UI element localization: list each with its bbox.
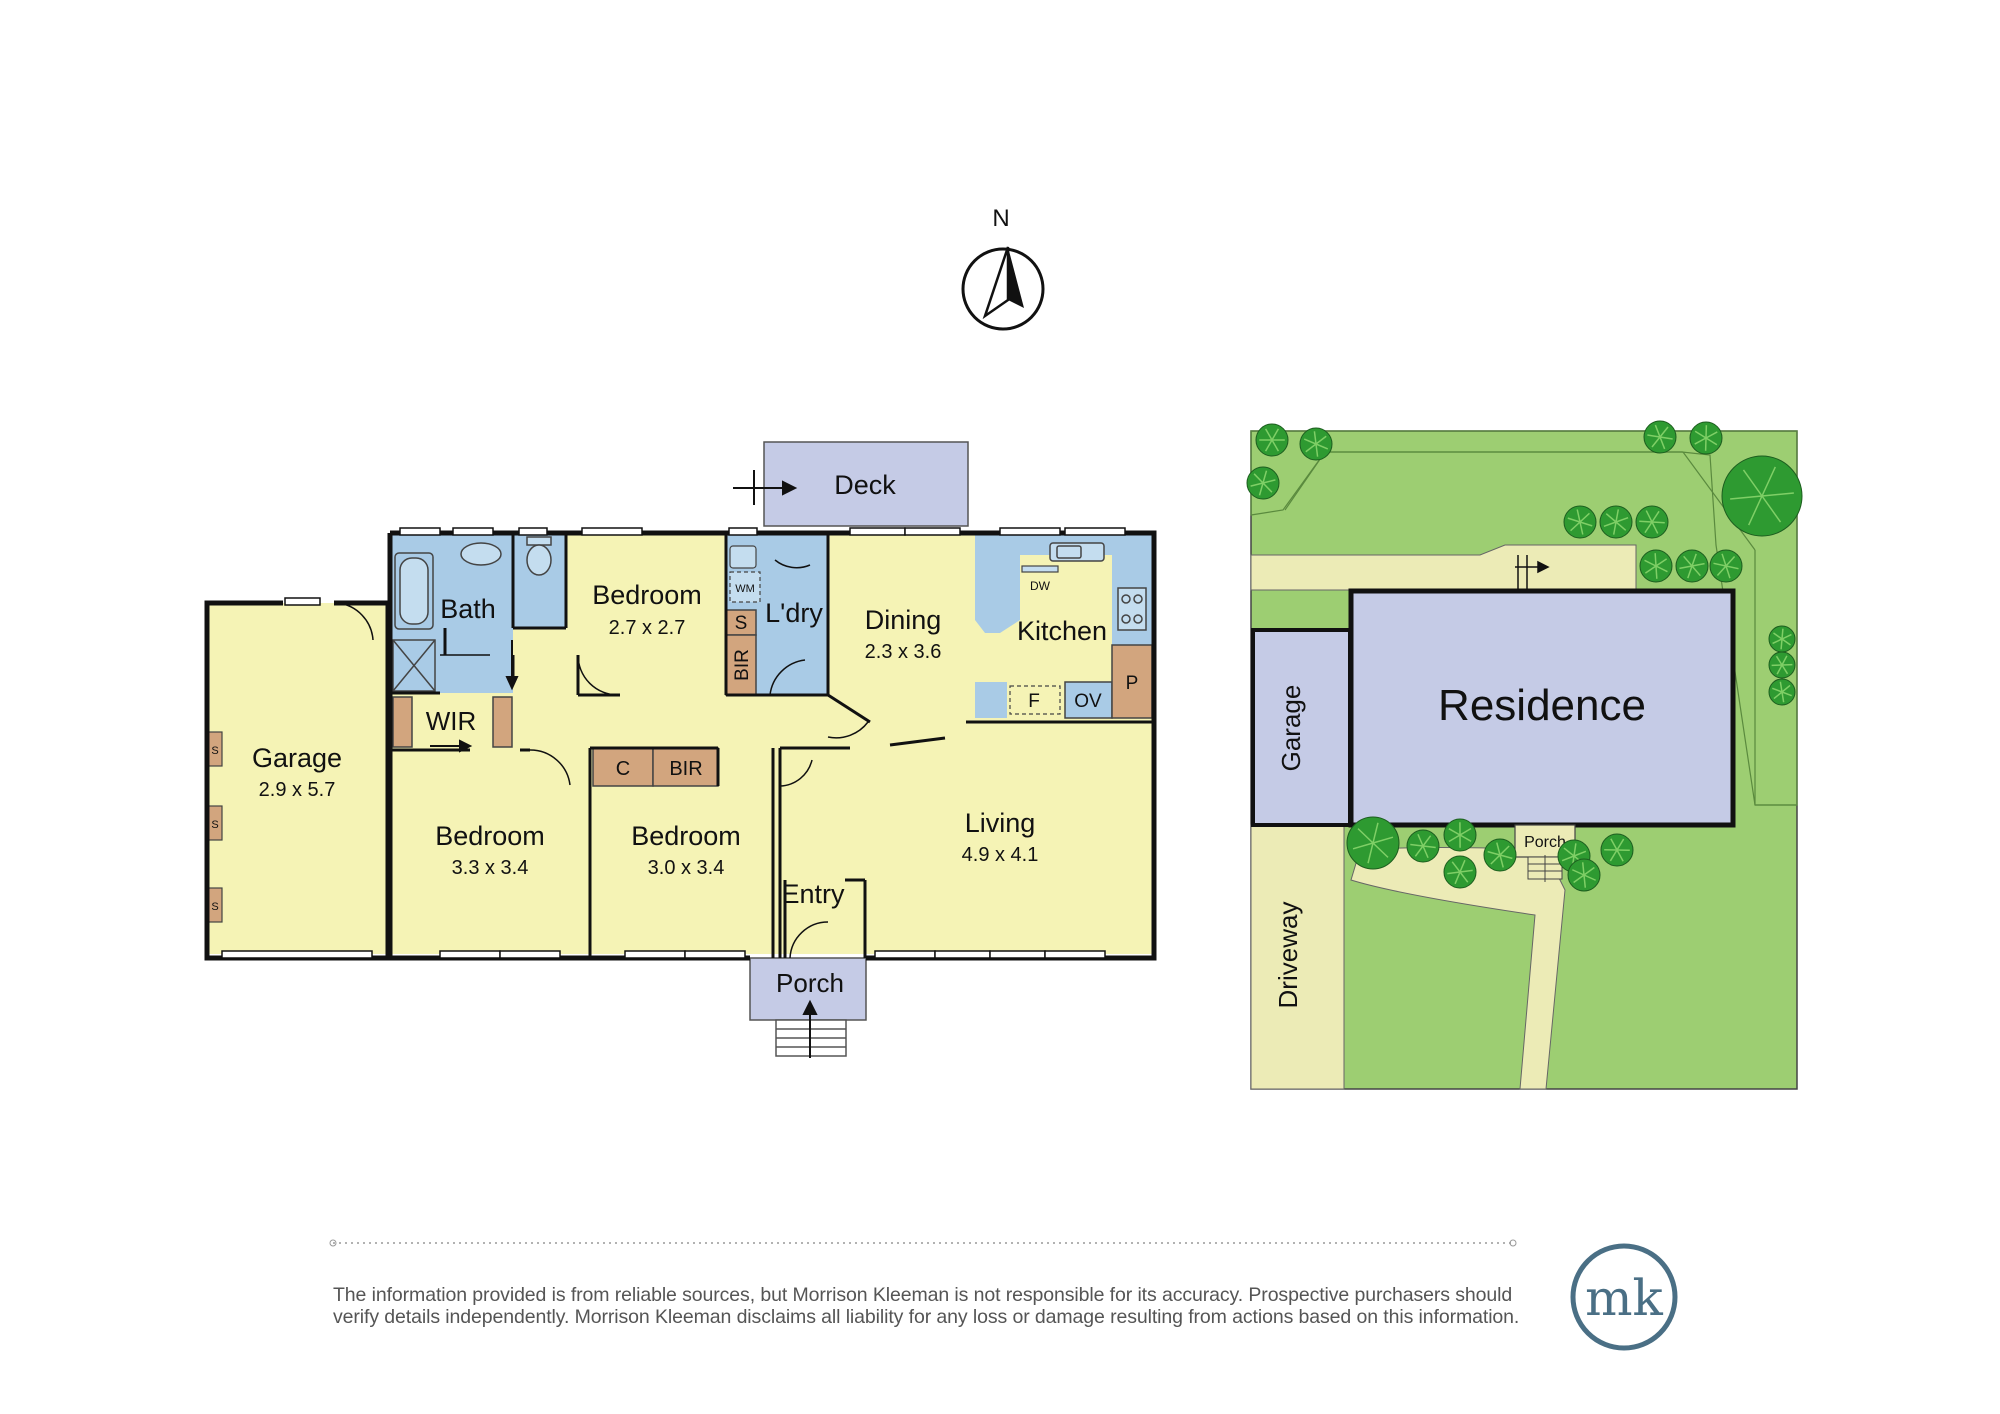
bedroom-mid-label: Bedroom (631, 821, 741, 851)
tree-icon (1600, 833, 1634, 867)
tree-icon (1299, 427, 1333, 461)
basin-icon (460, 542, 502, 566)
tree-icon (1643, 420, 1677, 454)
interior-walls (390, 533, 1154, 958)
site-driveway (1250, 824, 1345, 1090)
shower-icon (392, 639, 436, 692)
pantry-label: P (1126, 673, 1139, 694)
tree-icon (1443, 855, 1477, 889)
site-front-path (1350, 847, 1566, 1090)
garage-label: Garage (252, 743, 342, 773)
direction-arrows (430, 470, 818, 1058)
laundry-bir-label: BIR (732, 649, 753, 681)
tree-icon (1599, 505, 1633, 539)
laundry-sink-label: S (735, 613, 748, 634)
tree-icon (1721, 455, 1803, 537)
logo-text: mk (1585, 1269, 1663, 1327)
tree-icon (1768, 625, 1796, 653)
pantry-cabinet (1111, 644, 1153, 719)
disclaimer-line-1: The information provided is from reliabl… (333, 1284, 1513, 1306)
garage-shelf-label-3: S (211, 901, 218, 913)
fridge-space-icon (1009, 685, 1061, 715)
bedroom-mid-bir-label: BIR (669, 758, 702, 780)
door-swings (337, 559, 869, 959)
tree-icon (1689, 421, 1723, 455)
tree-icon (1406, 829, 1440, 863)
site-garage (1251, 628, 1352, 827)
wir-label: WIR (426, 706, 477, 736)
tree-icon (1246, 466, 1280, 500)
living-size: 4.9 x 4.1 (962, 844, 1039, 866)
porch-label: Porch (776, 968, 844, 998)
tree-icon (1483, 838, 1517, 872)
fridge-label: F (1028, 691, 1040, 712)
dishwasher-icon: DW (1021, 565, 1059, 593)
morrison-kleeman-logo: mk (1570, 1243, 1678, 1351)
bedroom-left-label: Bedroom (435, 821, 545, 851)
bathtub-icon (394, 552, 434, 630)
site-deck-arrow (1515, 555, 1550, 590)
garage-size: 2.9 x 5.7 (259, 779, 336, 801)
laundry-sink (725, 609, 757, 636)
kitchen-bench-lower (975, 682, 1007, 718)
toilet-icon (526, 536, 552, 576)
deck-area (763, 441, 969, 527)
tree-icon (1635, 505, 1669, 539)
laundry-bir (725, 634, 757, 696)
bedroom-small-size: 2.7 x 2.7 (609, 617, 686, 639)
cupboard-label: C (616, 758, 630, 780)
tree-icon (1346, 816, 1400, 870)
laundry-trough-icon (729, 545, 757, 569)
disclaimer-line-2: verify details independently. Morrison K… (333, 1306, 1520, 1328)
garage-area (207, 603, 386, 954)
site-residence-label: Residence (1438, 681, 1646, 730)
wir-shelf-right (492, 696, 513, 748)
disclaimer: The information provided is from reliabl… (333, 1284, 1523, 1328)
bath-label: Bath (440, 594, 496, 624)
washing-machine-icon: WM (729, 571, 761, 603)
kitchen-bench (975, 533, 1152, 645)
windows (221, 527, 1126, 959)
bedroom-left-size: 3.3 x 3.4 (452, 857, 529, 879)
tree-icon (1443, 818, 1477, 852)
kitchen-label: Kitchen (1017, 616, 1107, 646)
oven-label: OV (1074, 691, 1102, 712)
garage-shelf-label-2: S (211, 819, 218, 831)
dishwasher-label: DW (1030, 579, 1051, 593)
tree-icon (1639, 549, 1673, 583)
deck-label: Deck (834, 470, 896, 500)
site-rear-path (1250, 544, 1637, 591)
dining-size: 2.3 x 3.6 (865, 641, 942, 663)
site-garage-label: Garage (1276, 685, 1306, 772)
site-porch-label: Porch (1524, 834, 1566, 851)
laundry-label: L'dry (765, 598, 823, 628)
site-plan: Residence Garage Porch Driveway (1250, 430, 1798, 1090)
garage-shelf-label-1: S (211, 745, 218, 757)
kitchen-sink-icon (1049, 542, 1105, 562)
bedroom-mid-size: 3.0 x 3.4 (648, 857, 725, 879)
living-label: Living (965, 808, 1036, 838)
compass-north-label: N (992, 205, 1009, 232)
site-trees (1246, 420, 1803, 892)
site-lawn-border (1250, 430, 1798, 806)
dining-label: Dining (865, 605, 942, 635)
cooktop-icon (1117, 587, 1147, 631)
compass-icon: N (961, 205, 1045, 331)
tree-icon (1709, 549, 1743, 583)
tree-icon (1768, 678, 1796, 706)
site-porch-steps (1527, 855, 1563, 882)
site-driveway-label: Driveway (1273, 902, 1303, 1009)
tree-icon (1255, 423, 1289, 457)
tree-icon (1675, 549, 1709, 583)
washing-machine-label: WM (735, 583, 755, 595)
entry-label: Entry (781, 879, 845, 909)
tree-icon (1563, 505, 1597, 539)
tree-icon (1567, 858, 1601, 892)
tree-icon (1768, 651, 1796, 679)
bedroom-small-label: Bedroom (592, 580, 702, 610)
wir-shelf-left (392, 696, 413, 748)
